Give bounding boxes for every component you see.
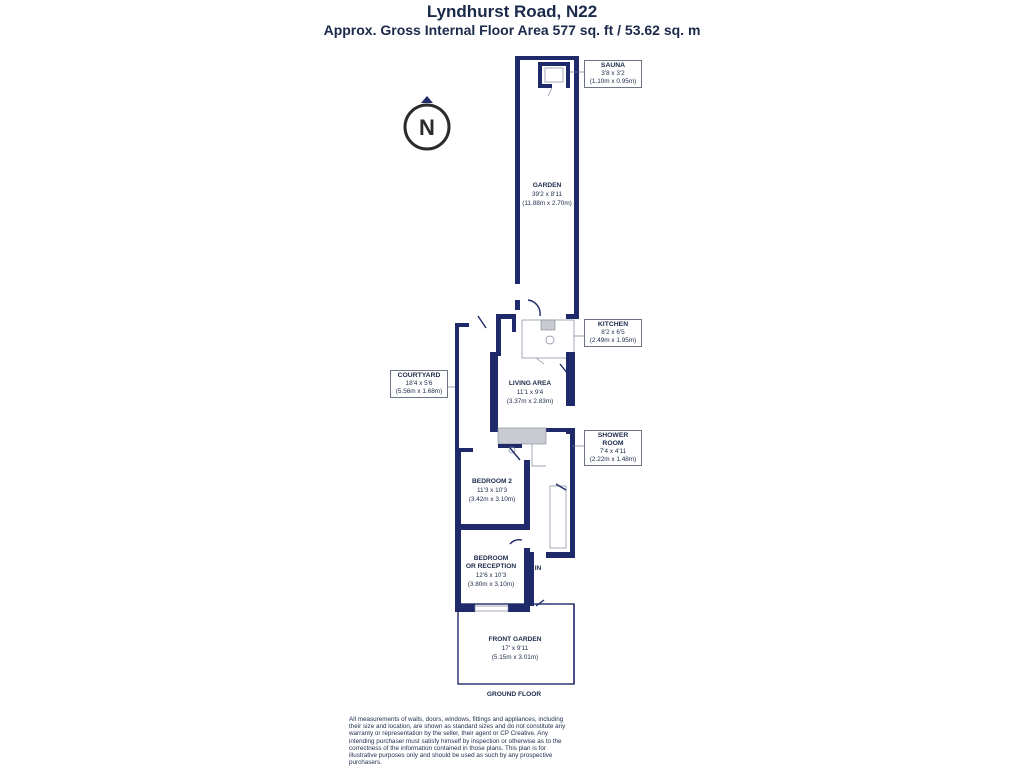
shower-room-dims-metric: (2.22m x 1.48m) xyxy=(589,456,637,463)
courtyard-label: COURTYARD 18'4 x 5'6 (5.56m x 1.68m) xyxy=(390,370,448,398)
garden-dims-imperial: 39'2 x 8'11 xyxy=(532,191,562,198)
sauna-label: SAUNA 3'8 x 3'2 (1.10m x 0.95m) xyxy=(584,60,642,88)
shower-room xyxy=(497,427,575,467)
hallway-walls xyxy=(546,428,575,558)
bedroom-reception-room xyxy=(455,528,545,612)
living-area-dims-imperial: 11'1 x 9'4 xyxy=(517,389,544,396)
shower-room-label: SHOWER ROOM 7'4 x 4'11 (2.22m x 1.48m) xyxy=(584,430,642,466)
bedroom-2-dims-metric: (3.42m x 3.10m) xyxy=(469,496,516,503)
kitchen-label: KITCHEN 8'2 x 6'5 (2.49m x 1.95m) xyxy=(584,319,642,347)
disclaimer-text: All measurements of walls, doors, window… xyxy=(349,716,566,767)
plan-title: Lyndhurst Road, N22 xyxy=(426,2,598,21)
garden-name: GARDEN xyxy=(533,182,562,189)
courtyard-name: COURTYARD xyxy=(397,372,441,379)
front-garden-dims-metric: (5.15m x 3.01m) xyxy=(492,654,539,661)
garden-outline xyxy=(515,56,579,318)
compass-letter: N xyxy=(419,115,435,140)
courtyard-dims-metric: (5.56m x 1.68m) xyxy=(395,388,443,395)
front-garden-dims-imperial: 17' x 9'11 xyxy=(502,645,529,652)
front-garden-name: FRONT GARDEN xyxy=(488,636,541,643)
kitchen-room xyxy=(496,299,579,365)
bedroom-reception-dims-metric: (3.80m x 3.10m) xyxy=(468,581,515,588)
bedroom-reception-dims-imperial: 12'6 x 10'3 xyxy=(476,572,507,579)
courtyard-outline xyxy=(455,315,487,453)
kitchen-dims-metric: (2.49m x 1.95m) xyxy=(589,337,637,344)
sauna-dims-metric: (1.10m x 0.95m) xyxy=(589,78,637,85)
shower-room-dims-imperial: 7'4 x 4'11 xyxy=(599,448,627,455)
floor-label: GROUND FLOOR xyxy=(487,691,541,698)
garden-dims-metric: (11.88m x 2.70m) xyxy=(522,200,572,207)
compass-north-icon: N xyxy=(403,96,451,151)
bedroom-2-name: BEDROOM 2 xyxy=(472,478,512,485)
sauna-room xyxy=(538,62,570,97)
entrance-label: IN xyxy=(535,565,542,572)
living-area-name: LIVING AREA xyxy=(509,380,551,387)
sauna-name: SAUNA xyxy=(600,62,626,69)
kitchen-name: KITCHEN xyxy=(597,321,629,328)
bedroom-reception-name-line1: BEDROOM xyxy=(474,555,509,562)
kitchen-dims-imperial: 8'2 x 6'5 xyxy=(601,329,625,336)
courtyard-dims-imperial: 18'4 x 5'6 xyxy=(405,380,433,387)
floor-area-subtitle: Approx. Gross Internal Floor Area 577 sq… xyxy=(323,22,701,38)
shower-room-name: SHOWER ROOM xyxy=(597,432,629,447)
bedroom-2-room xyxy=(455,447,530,530)
living-area-dims-metric: (3.37m x 2.83m) xyxy=(507,398,554,405)
sauna-dims-imperial: 3'8 x 3'2 xyxy=(601,70,625,77)
bedroom-2-dims-imperial: 11'3 x 10'3 xyxy=(477,487,507,494)
bedroom-reception-name-line2: OR RECEPTION xyxy=(466,563,516,570)
front-garden-outline xyxy=(457,603,575,685)
